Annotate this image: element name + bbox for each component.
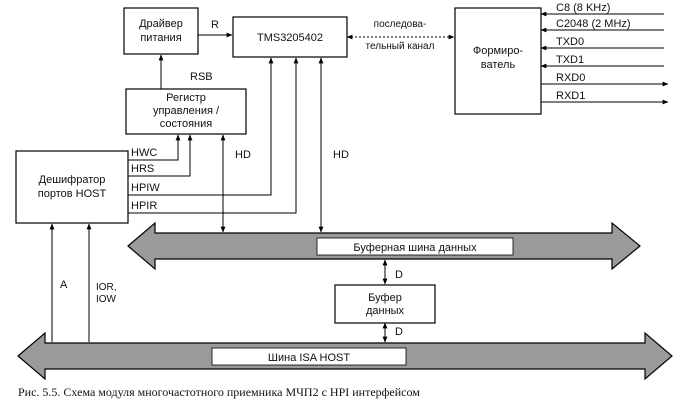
r-label: R — [211, 19, 219, 31]
serial-label-1: последова- — [374, 19, 427, 30]
former-block: Формиро- ватель — [454, 7, 542, 115]
hpir-line — [128, 57, 299, 214]
dsp-label: TMS3205402 — [257, 32, 323, 44]
txd1-label: TXD1 — [556, 54, 584, 66]
rsb-label: RSB — [190, 71, 213, 83]
former-label-1: Формиро- — [473, 45, 524, 57]
iow-label: IOW — [96, 294, 117, 305]
figure-caption: Рис. 5.5. Схема модуля многочастотного п… — [18, 385, 420, 399]
register-label-3: состояния — [160, 118, 212, 130]
serial-label-2: тельный канал — [366, 41, 435, 52]
dsp-block: TMS3205402 — [232, 16, 348, 58]
hpiw-label: HPIW — [131, 182, 160, 194]
power-driver-block: Драйвер питания — [123, 7, 199, 55]
decoder-label-2: портов HOST — [38, 188, 107, 200]
decoder-label-1: Дешифратор — [39, 174, 106, 186]
power-driver-label-2: питания — [140, 32, 181, 44]
buffer-label-2: данных — [366, 305, 405, 317]
c2048-label: C2048 (2 MHz) — [556, 18, 631, 30]
buffer-data-bus-label-box — [316, 237, 514, 256]
register-label-1: Регистр — [166, 92, 206, 104]
host-decoder-block: Дешифратор портов HOST — [15, 150, 129, 224]
data-buffer-block: Буфер данных — [334, 284, 436, 324]
d-lower-label: D — [395, 326, 403, 338]
former-output-lines — [540, 11, 669, 105]
control-register-block: Регистр управления / состояния — [125, 88, 247, 135]
hrs-label: HRS — [131, 163, 154, 175]
isa-host-bus-label: Шина ISA HOST — [268, 352, 350, 364]
rxd1-label: RXD1 — [556, 90, 585, 102]
hpiw-line — [128, 57, 274, 196]
isa-host-bus-label-box — [211, 347, 407, 366]
hwc-label: HWC — [131, 147, 157, 159]
power-driver-label-1: Драйвер — [139, 18, 183, 30]
hd-register-label: HD — [235, 149, 251, 161]
register-label-2: управления / — [153, 105, 220, 117]
txd0-label: TXD0 — [556, 36, 584, 48]
hd-dsp-label: HD — [333, 149, 349, 161]
ior-label: IOR, — [96, 282, 117, 293]
c8-label: C8 (8 KHz) — [556, 2, 610, 14]
buffer-data-bus-label: Буферная шина данных — [353, 242, 477, 254]
hrs-line — [128, 134, 193, 177]
hwc-line — [128, 134, 181, 161]
d-upper-label: D — [395, 269, 403, 281]
former-label-2: ватель — [481, 59, 516, 71]
hpir-label: HPIR — [131, 200, 157, 212]
buffer-label-1: Буфер — [368, 292, 402, 304]
a-label: A — [60, 279, 68, 291]
rxd0-label: RXD0 — [556, 72, 585, 84]
